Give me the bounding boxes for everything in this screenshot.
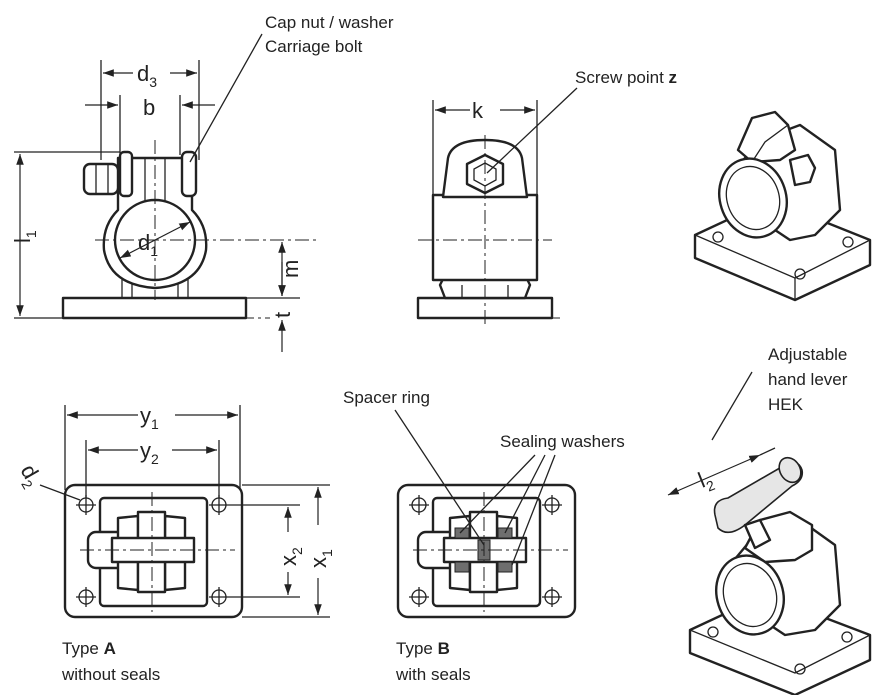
- front-bolt-head: [82, 162, 120, 196]
- plan-view-type-b: [394, 409, 577, 619]
- dim-k: k: [472, 98, 484, 123]
- dim-y1: y1: [140, 403, 159, 432]
- plan-view-type-a: [63, 483, 244, 619]
- front-dimensions: [14, 33, 300, 352]
- label-screw-point: Screw point z: [575, 68, 677, 87]
- front-view: [40, 140, 320, 320]
- iso-hex-nut: [736, 110, 797, 164]
- iso-view-hand-lever: [667, 371, 872, 695]
- iso-view-top: [693, 110, 872, 302]
- label-hand-lever-2: hand lever: [768, 370, 848, 389]
- front-base-plate: [61, 296, 248, 320]
- dim-l2: l2: [695, 465, 718, 497]
- iso-tube-opening: [718, 157, 788, 239]
- dim-x2: x2: [276, 547, 305, 566]
- label-type-b: Type B: [396, 639, 450, 658]
- dim-t: t: [270, 312, 295, 318]
- label-type-a: Type A: [62, 639, 116, 658]
- type-a-dimensions: [39, 405, 330, 618]
- label-sealing-washers: Sealing washers: [500, 432, 625, 451]
- side-view: [416, 87, 578, 325]
- hand-lever-handle: [713, 461, 804, 534]
- dim-d1: d1: [138, 230, 158, 259]
- dim-y2: y2: [140, 438, 159, 467]
- dim-m: m: [278, 260, 303, 278]
- dim-b: b: [143, 95, 155, 120]
- label-spacer-ring: Spacer ring: [343, 388, 430, 407]
- dim-x1: x1: [306, 549, 335, 568]
- label-carriage-bolt: Carriage bolt: [265, 37, 363, 56]
- dim-d2: d2: [12, 460, 47, 492]
- type-b-sealing-washer: [454, 527, 470, 539]
- label-hand-lever-3: HEK: [768, 395, 804, 414]
- label-cap-nut: Cap nut / washer: [265, 13, 394, 32]
- front-cap-nut: [180, 150, 198, 198]
- dim-d3: d3: [137, 61, 157, 90]
- label-type-b-desc: with seals: [395, 665, 471, 684]
- dim-l1: l1: [10, 230, 39, 243]
- label-type-a-desc: without seals: [61, 665, 160, 684]
- label-hand-lever-1: Adjustable: [768, 345, 847, 364]
